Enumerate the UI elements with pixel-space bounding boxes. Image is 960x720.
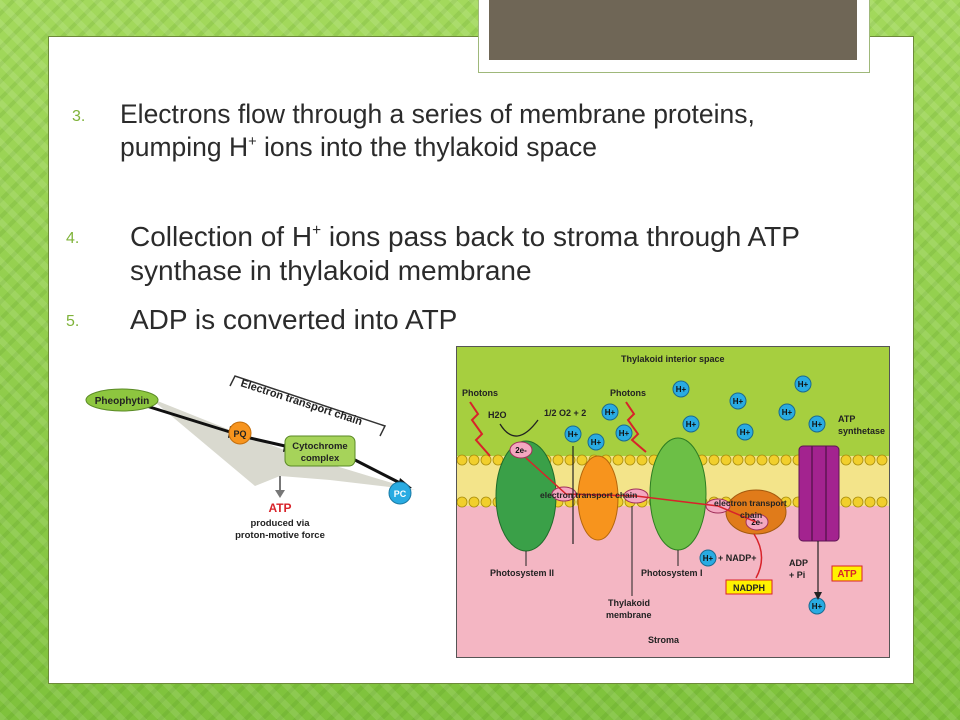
bullet-item-3: 3. Electrons flow through a series of me… <box>72 98 820 164</box>
cytochrome-label: complex <box>301 453 340 464</box>
svg-text:H+: H+ <box>812 602 823 611</box>
chain-shading <box>150 398 415 490</box>
atp-synthetase-label: synthetase <box>838 426 885 436</box>
produced-label: produced via <box>250 518 310 529</box>
bullet-number: 3. <box>72 108 86 125</box>
bullet-text-part: ADP is converted into ATP <box>130 304 458 335</box>
svg-text:H+: H+ <box>782 408 793 417</box>
etc-right-label: electron transport <box>714 498 787 508</box>
pheophytin-label: Pheophytin <box>95 396 149 407</box>
electron-carrier <box>509 441 533 459</box>
bullet-text-part: ions into the thylakoid space <box>256 132 597 162</box>
svg-text:H+: H+ <box>740 428 751 437</box>
title-tab <box>489 0 857 60</box>
produced-label: proton-motive force <box>235 530 325 541</box>
interior-label: Thylakoid interior space <box>621 354 725 364</box>
ps2-label: Photosystem II <box>490 568 554 578</box>
photon-arrow-mid <box>625 401 647 453</box>
photons-mid-label: Photons <box>610 388 646 398</box>
ferredoxin-complex <box>725 489 787 535</box>
diagram-border <box>456 346 890 658</box>
bullet-item-5: 5. ADP is converted into ATP <box>66 303 910 337</box>
bullet-text-part: Collection of H <box>130 221 313 252</box>
etc-right-label: chain <box>740 510 762 520</box>
atp-arrow-head <box>275 490 285 498</box>
bullet-text: Collection of H+ ions pass back to strom… <box>130 220 910 288</box>
svg-text:H+: H+ <box>568 430 579 439</box>
nadph-box <box>725 579 773 595</box>
svg-text:H+: H+ <box>591 438 602 447</box>
h2o-label: H2O <box>488 410 507 420</box>
stroma-label: Stroma <box>648 635 680 645</box>
thylakoid-membrane-diagram: Thylakoid interior space Photons Photons… <box>456 346 890 658</box>
bullet-item-4: 4. Collection of H+ ions pass back to st… <box>66 220 910 288</box>
o2-label: 1/2 O2 + 2 <box>544 408 586 418</box>
arrow-line <box>139 402 403 486</box>
atp-synthetase-label: ATP <box>838 414 855 424</box>
etc-left-label: electron transport chain <box>540 490 637 500</box>
cytochrome-protein <box>577 455 619 541</box>
bullet-text-part: Electrons flow through a series of membr… <box>120 99 755 162</box>
svg-text:H+: H+ <box>703 554 714 563</box>
pq-node <box>228 421 252 445</box>
nadph-label: NADPH <box>733 583 765 593</box>
electron-transport-diagram: Electron transport chain Pheophytin PQ C… <box>85 375 415 541</box>
atp-label: ATP <box>268 501 291 515</box>
svg-text:H+: H+ <box>605 408 616 417</box>
photons-left-label: Photons <box>462 388 498 398</box>
water-split-arrow <box>499 419 539 437</box>
atp-product-label: ATP <box>837 569 857 580</box>
svg-text:H+: H+ <box>798 380 809 389</box>
pc-node <box>388 481 412 505</box>
svg-text:H+: H+ <box>676 385 687 394</box>
chain-bracket <box>229 375 387 437</box>
cytochrome-node <box>284 435 356 467</box>
superscript: + <box>248 133 257 150</box>
svg-text:H+: H+ <box>686 420 697 429</box>
pheophytin-node <box>85 388 159 412</box>
svg-text:H+: H+ <box>733 397 744 406</box>
adp-label: + Pi <box>789 570 805 580</box>
svg-text:H+: H+ <box>619 429 630 438</box>
svg-text:H+: H+ <box>812 420 823 429</box>
electron-carrier <box>745 513 769 531</box>
interior-space <box>456 346 890 456</box>
atp-synthase <box>798 445 840 542</box>
adp-label: ADP <box>789 558 808 568</box>
electron-flow-line <box>525 457 757 523</box>
superscript: + <box>312 222 322 240</box>
electron-label: 2e- <box>515 446 527 455</box>
cytochrome-label: Cytochrome <box>292 441 347 452</box>
membrane-label: Thylakoid <box>608 598 650 608</box>
photon-arrow-left <box>469 401 491 457</box>
bullet-text-part: ions pass back to stroma through ATP syn… <box>130 221 800 286</box>
photosystem-i <box>649 437 707 551</box>
bullet-number: 4. <box>66 230 80 247</box>
chain-label: Electron transport chain <box>239 377 364 428</box>
bullet-text: ADP is converted into ATP <box>130 303 910 337</box>
h-ion-cluster: H+ H+ H+ H+ H+ H+ H+ H+ H+ H+ H+ H+ H+ <box>564 375 826 615</box>
membrane-label: membrane <box>606 610 652 620</box>
ps1-label: Photosystem I <box>641 568 703 578</box>
bullet-text: Electrons flow through a series of membr… <box>120 98 820 164</box>
pq-label: PQ <box>233 429 246 439</box>
atp-box <box>831 565 863 582</box>
nadp-arrow <box>753 533 763 579</box>
bullet-number: 5. <box>66 313 80 330</box>
h-pump-arrow-head <box>814 592 822 600</box>
pc-label: PC <box>394 489 407 499</box>
nadp-label: + NADP+ <box>718 553 757 563</box>
electron-label: 2e- <box>751 518 763 527</box>
